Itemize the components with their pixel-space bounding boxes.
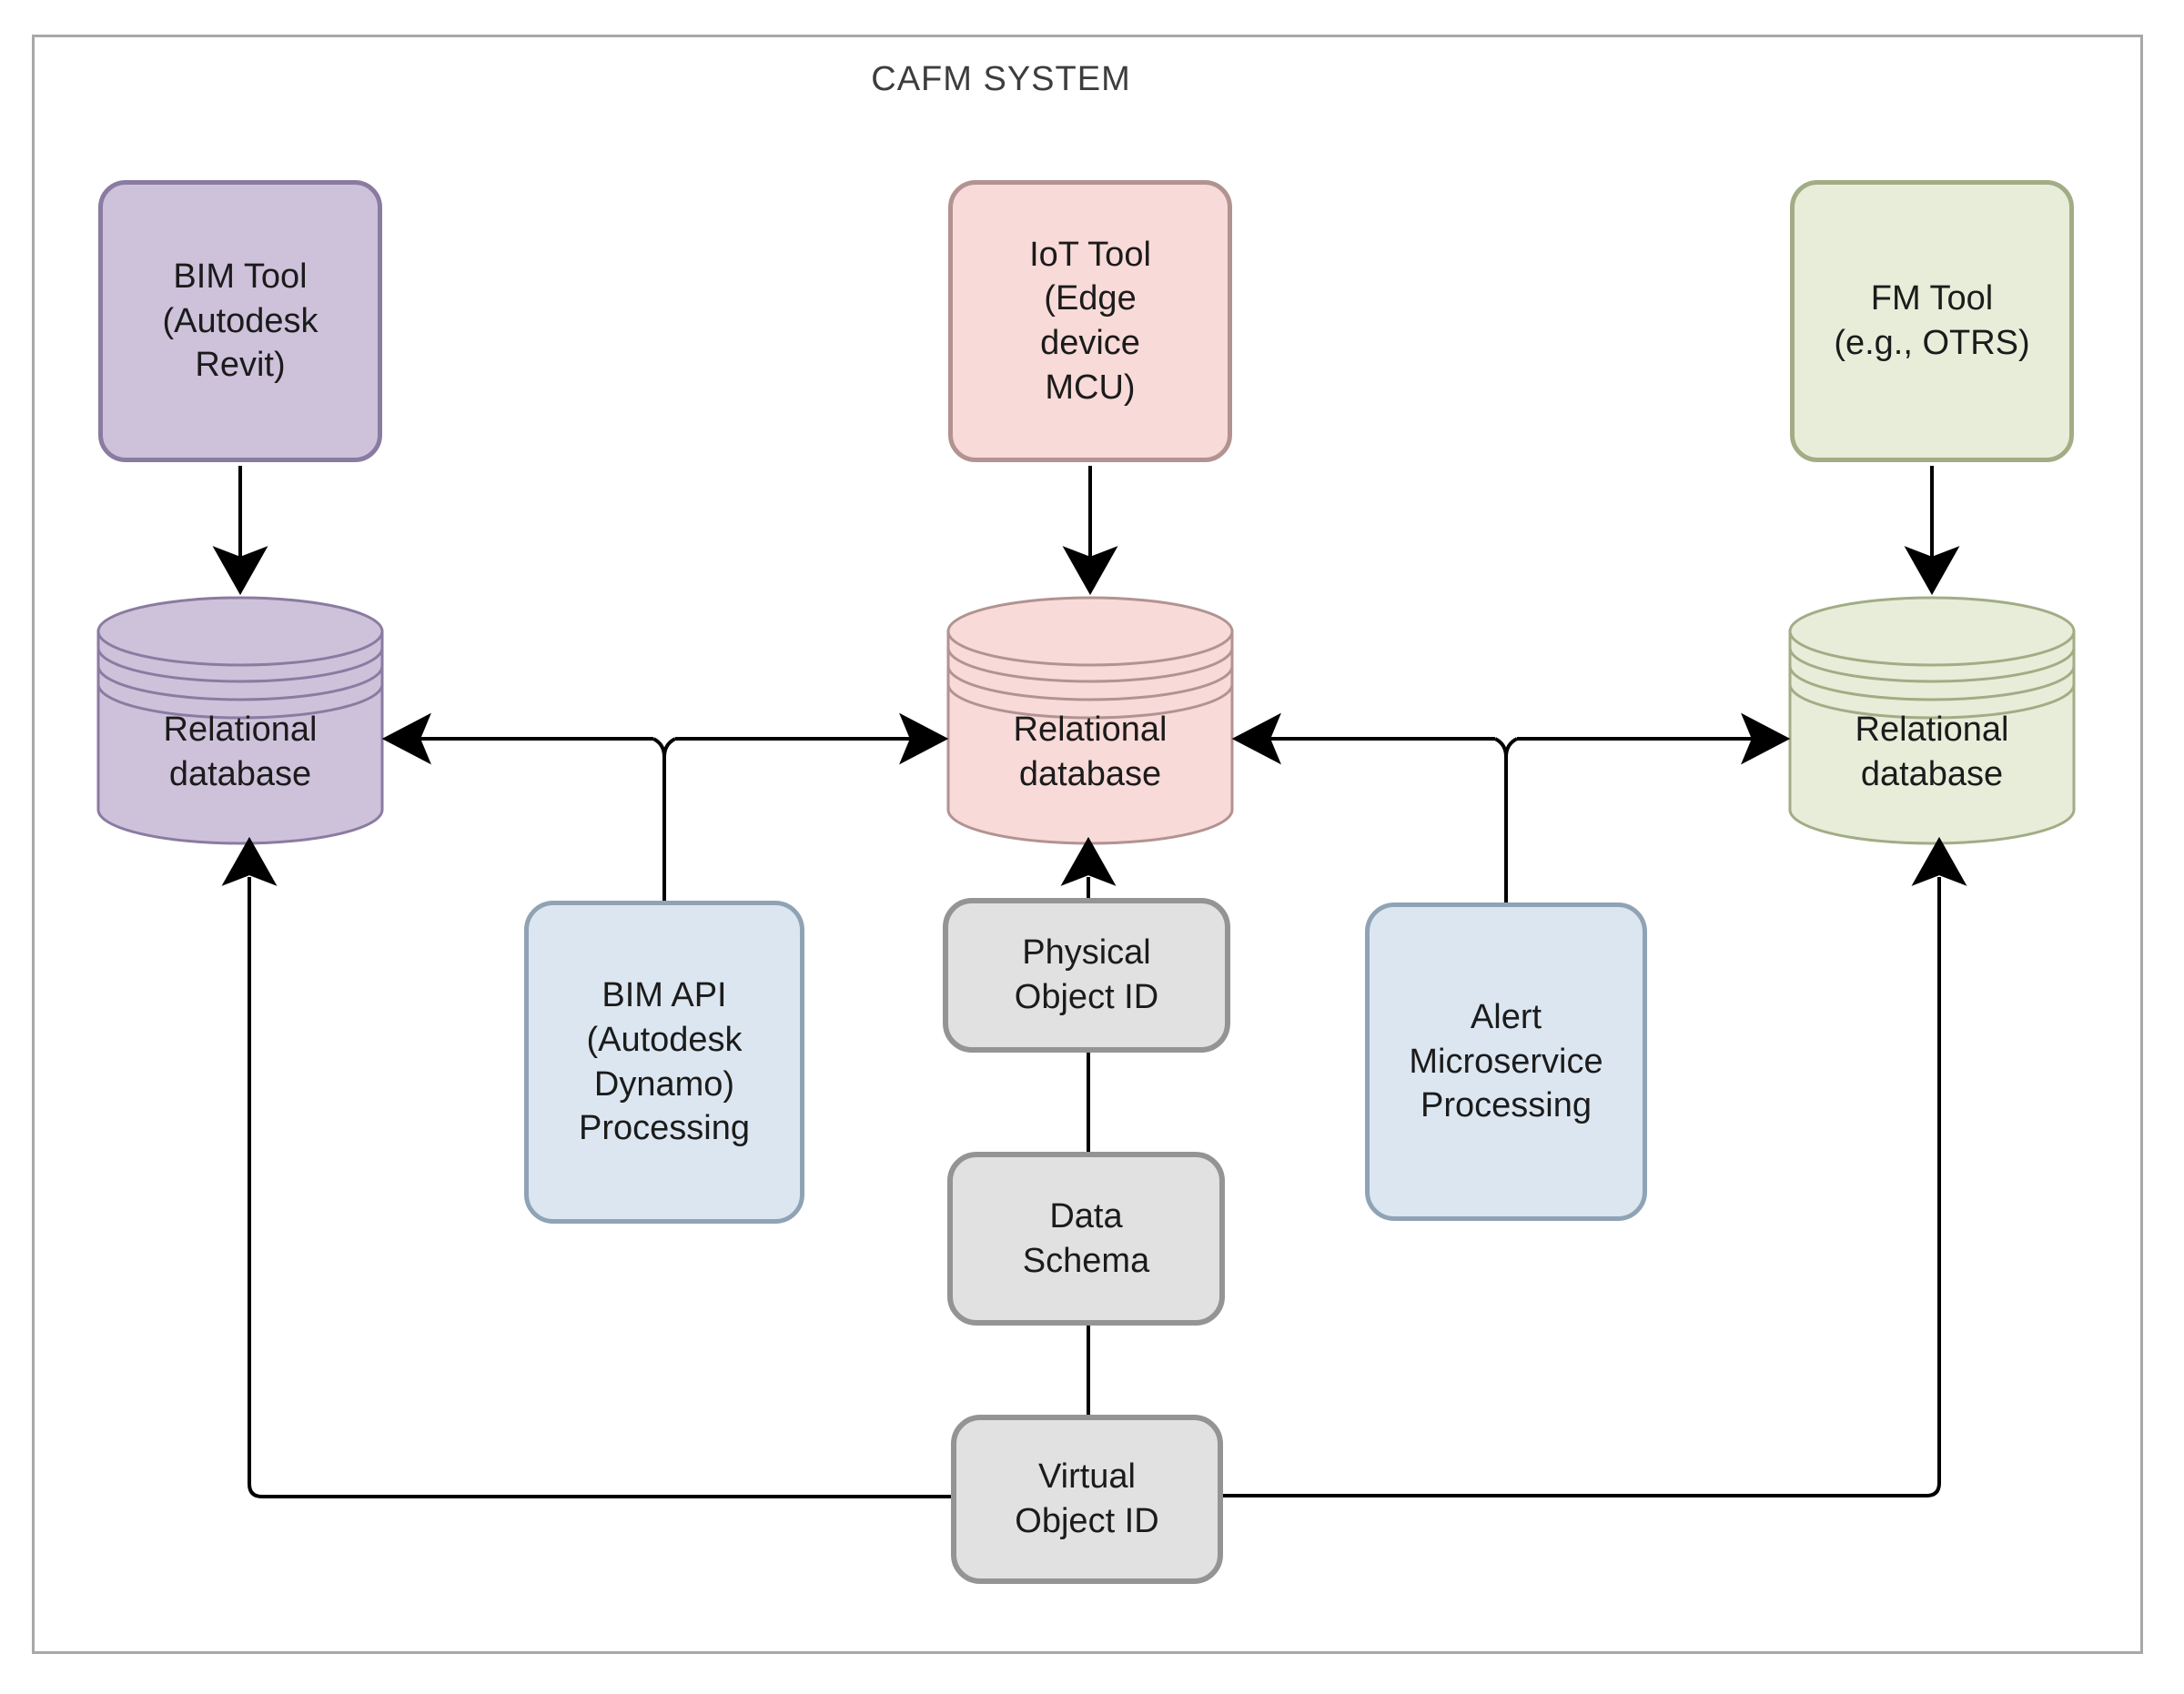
node-physical-object-id: Physical Object ID: [943, 898, 1230, 1053]
node-data-schema: Data Schema: [947, 1152, 1225, 1326]
node-bim-api-processing: BIM API (Autodesk Dynamo) Processing: [524, 901, 804, 1224]
node-iot-tool-label: IoT Tool (Edge device MCU): [1029, 235, 1151, 407]
arrow-fmtool-to-db: [1904, 466, 1960, 596]
diagram-title: CAFM SYSTEM: [871, 60, 1131, 98]
arrow-virtualid-to-bimdb: [221, 836, 951, 1498]
node-fm-tool: FM Tool (e.g., OTRS): [1790, 180, 2074, 462]
database-cylinder-bim: [96, 596, 384, 845]
arrow-physicalid-to-iotdb: [1060, 836, 1117, 900]
node-virtual-object-id: Virtual Object ID: [951, 1415, 1223, 1584]
db-bim-label: Relational database: [163, 710, 318, 793]
node-data-schema-label: Data Schema: [1022, 1196, 1150, 1280]
arrow-iottool-to-db: [1062, 466, 1118, 596]
connector-bimdb-iotdb: [381, 712, 949, 901]
node-bim-tool: BIM Tool (Autodesk Revit): [98, 180, 382, 462]
node-alert-microservice-label: Alert Microservice Processing: [1409, 998, 1603, 1125]
node-alert-microservice: Alert Microservice Processing: [1365, 902, 1647, 1221]
connector-iotdb-fmdb: [1231, 712, 1791, 902]
node-virtual-object-id-label: Virtual Object ID: [1015, 1457, 1159, 1540]
arrow-bimtool-to-db: [212, 466, 268, 596]
database-cylinder-fm: [1788, 596, 2076, 845]
arrow-virtualid-to-fmdb: [1223, 836, 1967, 1497]
db-iot-label: Relational database: [1013, 710, 1168, 793]
database-cylinder-iot: [946, 596, 1234, 845]
db-fm-label: Relational database: [1855, 710, 2009, 793]
node-bim-tool-label: BIM Tool (Autodesk Revit): [162, 257, 318, 385]
node-bim-api-label: BIM API (Autodesk Dynamo) Processing: [579, 976, 750, 1148]
node-physical-object-id-label: Physical Object ID: [1014, 933, 1159, 1016]
node-fm-tool-label: FM Tool (e.g., OTRS): [1834, 279, 2030, 362]
diagram-outer-frame: [32, 35, 2143, 1654]
node-iot-tool: IoT Tool (Edge device MCU): [948, 180, 1232, 462]
